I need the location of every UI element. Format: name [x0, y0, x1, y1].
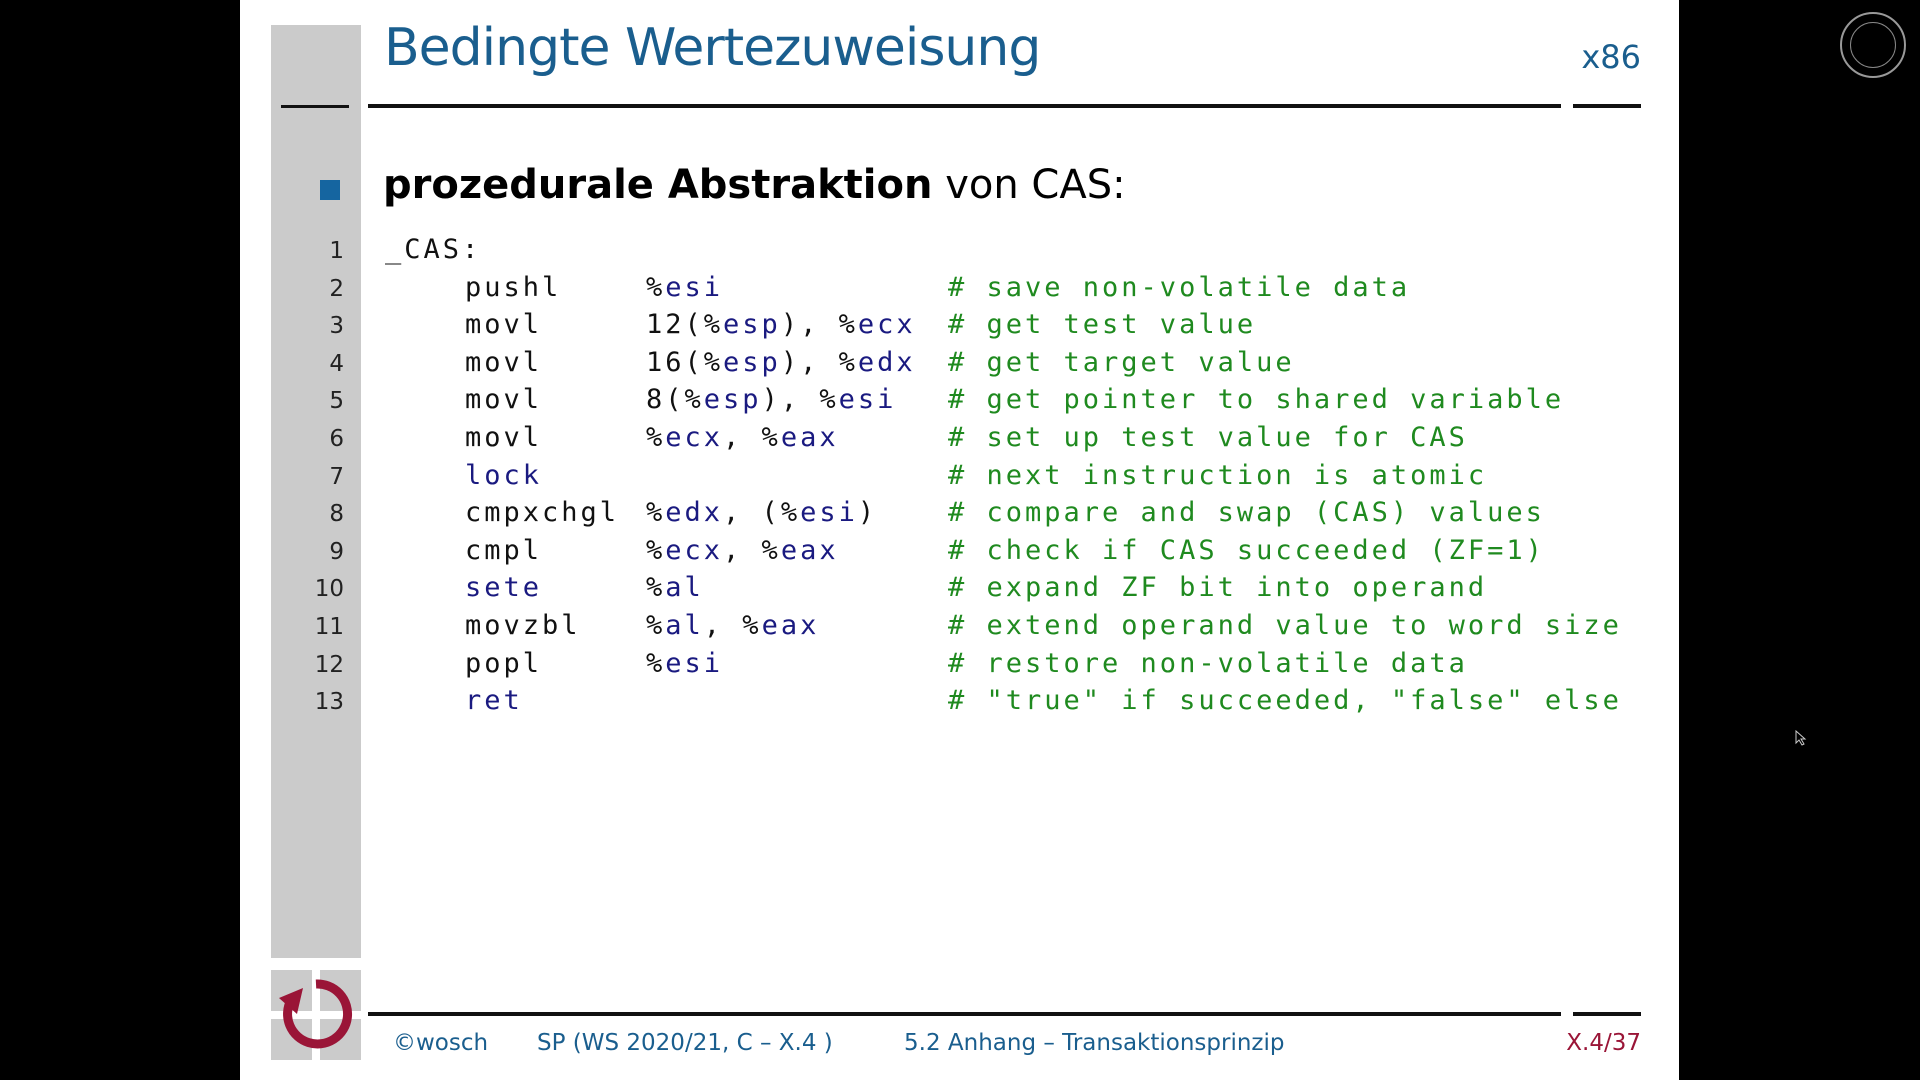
code-opcode: movzbl	[465, 610, 581, 641]
university-seal-icon	[1840, 12, 1906, 78]
slide-sidebar	[271, 25, 361, 958]
code-opcode: pushl	[465, 271, 562, 303]
code-operands: %ecx, %eax	[646, 534, 839, 566]
footer-page-number: X.4/37	[1566, 1030, 1641, 1056]
code-comment: # extend operand value to word size	[948, 610, 1622, 641]
line-number: 7	[329, 463, 344, 490]
code-operands: %al, %eax	[646, 610, 820, 641]
header-rule-right	[1573, 104, 1641, 108]
code-opcode: cmpl	[465, 534, 543, 566]
footer-rule	[368, 1012, 1561, 1016]
code-comment: # get pointer to shared variable	[948, 384, 1565, 416]
line-number: 4	[329, 350, 344, 377]
code-opcode: cmpxchgl	[465, 497, 620, 529]
code-label: _CAS:	[385, 234, 482, 265]
line-number: 9	[329, 538, 344, 565]
footer-rule-right	[1573, 1012, 1641, 1016]
code-operands: %esi	[646, 647, 724, 679]
code-comment: # "true" if succeeded, "false" else	[948, 685, 1622, 717]
code-operands: %esi	[646, 271, 724, 303]
footer-author: ©wosch	[393, 1030, 489, 1056]
line-number: 1	[329, 238, 344, 264]
code-comment: # expand ZF bit into operand	[948, 572, 1488, 604]
slide-title: Bedingte Wertezuweisung	[384, 18, 1041, 78]
line-number: 5	[329, 388, 344, 415]
code-operands: %al	[646, 572, 704, 604]
code-opcode: lock	[465, 459, 543, 491]
code-comment: # get target value	[948, 346, 1295, 378]
code-operands: 16(%esp), %edx	[646, 346, 916, 378]
mouse-cursor-icon	[1795, 729, 1807, 750]
code-opcode: ret	[465, 685, 523, 717]
sidebar-header-rule	[281, 105, 349, 108]
code-operands: 12(%esp), %ecx	[646, 309, 916, 341]
line-number: 11	[314, 614, 344, 640]
code-comment: # compare and swap (CAS) values	[948, 497, 1545, 529]
code-operands: %ecx, %eax	[646, 422, 839, 453]
bullet-square-icon	[320, 180, 340, 200]
line-number: 12	[314, 651, 344, 678]
line-number: 6	[329, 426, 344, 452]
line-number: 8	[329, 501, 344, 528]
code-comment: # set up test value for CAS	[948, 422, 1468, 453]
line-number: 10	[314, 576, 344, 603]
code-opcode: movl	[465, 309, 543, 341]
line-number: 2	[329, 275, 344, 302]
code-comment: # get test value	[948, 309, 1257, 341]
code-comment: # restore non-volatile data	[948, 647, 1468, 679]
slide: Bedingte Wertezuweisung x86 prozedurale …	[240, 0, 1679, 1080]
code-comment: # check if CAS succeeded (ZF=1)	[948, 534, 1545, 566]
line-number: 3	[329, 313, 344, 340]
line-number: 13	[314, 689, 344, 716]
code-opcode: movl	[465, 384, 543, 416]
code-opcode: sete	[465, 572, 543, 604]
header-rule	[368, 104, 1561, 108]
code-operands: %edx, (%esi)	[646, 497, 878, 529]
sys-logo-icon	[271, 970, 361, 1060]
footer-section: 5.2 Anhang – Transaktionsprinzip	[904, 1030, 1285, 1056]
code-comment: # next instruction is atomic	[948, 459, 1488, 491]
bullet-text: prozedurale Abstraktion von CAS:	[383, 162, 1126, 208]
slide-tag: x86	[1581, 38, 1641, 76]
code-operands: 8(%esp), %esi	[646, 384, 897, 416]
bullet-bold: prozedurale Abstraktion	[383, 162, 933, 208]
bullet-rest: von CAS:	[932, 162, 1126, 208]
code-opcode: movl	[465, 422, 543, 453]
code-comment: # save non-volatile data	[948, 271, 1411, 303]
footer-course: SP (WS 2020/21, C – X.4 )	[537, 1030, 833, 1056]
code-opcode: popl	[465, 647, 543, 679]
code-opcode: movl	[465, 346, 543, 378]
